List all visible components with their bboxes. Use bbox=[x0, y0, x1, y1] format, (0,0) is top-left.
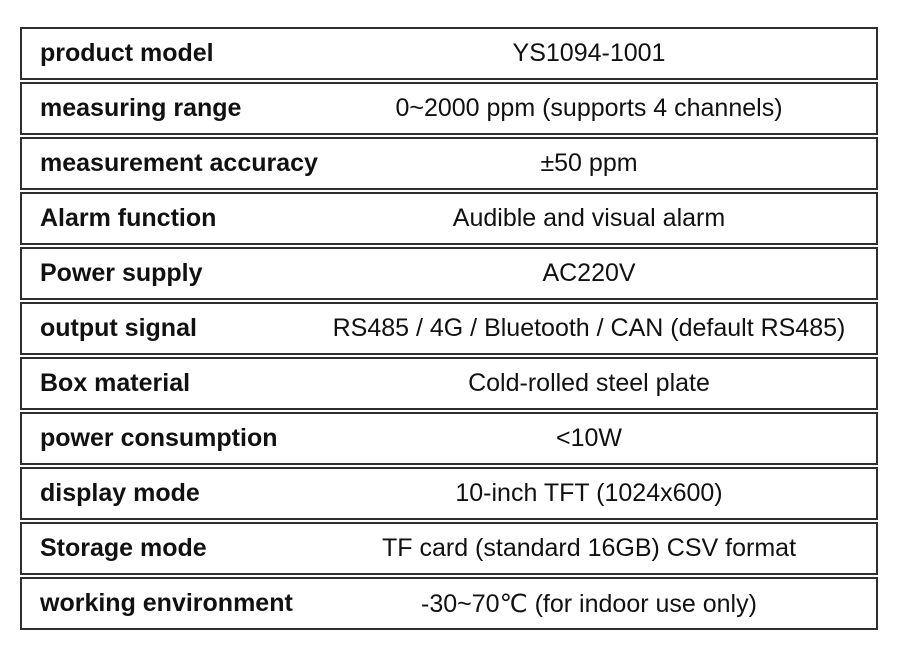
spec-value: 0~2000 ppm (supports 4 channels) bbox=[395, 94, 783, 122]
spec-value: AC220V bbox=[542, 259, 636, 287]
spec-label: Storage mode bbox=[40, 534, 207, 562]
spec-row-display-mode: display mode 10-inch TFT (1024x600) bbox=[20, 467, 878, 520]
spec-value: -30~70℃ (for indoor use only) bbox=[421, 589, 757, 618]
spec-row-output-signal: output signal RS485 / 4G / Bluetooth / C… bbox=[20, 302, 878, 355]
spec-label: Alarm function bbox=[40, 204, 217, 232]
spec-row-working-environment: working environment -30~70℃ (for indoor … bbox=[20, 577, 878, 630]
spec-label: power consumption bbox=[40, 424, 278, 452]
spec-value: RS485 / 4G / Bluetooth / CAN (default RS… bbox=[332, 314, 846, 342]
spec-table: product model YS1094-1001 measuring rang… bbox=[20, 27, 878, 630]
spec-label: product model bbox=[40, 39, 214, 67]
spec-row-storage-mode: Storage mode TF card (standard 16GB) CSV… bbox=[20, 522, 878, 575]
spec-label: Box material bbox=[40, 369, 191, 397]
spec-value: Audible and visual alarm bbox=[452, 204, 726, 232]
spec-label: working environment bbox=[40, 589, 293, 617]
spec-value: YS1094-1001 bbox=[512, 39, 666, 67]
spec-row-power-consumption: power consumption <10W bbox=[20, 412, 878, 465]
spec-value: Cold-rolled steel plate bbox=[468, 369, 710, 397]
spec-label: display mode bbox=[40, 479, 200, 507]
spec-label: output signal bbox=[40, 314, 197, 342]
spec-row-power-supply: Power supply AC220V bbox=[20, 247, 878, 300]
spec-row-measurement-accuracy: measurement accuracy ±50 ppm bbox=[20, 137, 878, 190]
spec-value: <10W bbox=[555, 424, 622, 452]
spec-row-alarm-function: Alarm function Audible and visual alarm bbox=[20, 192, 878, 245]
spec-label: measuring range bbox=[40, 94, 242, 122]
spec-value: 10-inch TFT (1024x600) bbox=[455, 479, 723, 507]
spec-label: Power supply bbox=[40, 259, 203, 287]
spec-label: measurement accuracy bbox=[40, 149, 318, 177]
spec-row-measuring-range: measuring range 0~2000 ppm (supports 4 c… bbox=[20, 82, 878, 135]
spec-value: TF card (standard 16GB) CSV format bbox=[381, 534, 797, 562]
spec-row-product-model: product model YS1094-1001 bbox=[20, 27, 878, 80]
spec-value: ±50 ppm bbox=[540, 149, 638, 177]
spec-row-box-material: Box material Cold-rolled steel plate bbox=[20, 357, 878, 410]
